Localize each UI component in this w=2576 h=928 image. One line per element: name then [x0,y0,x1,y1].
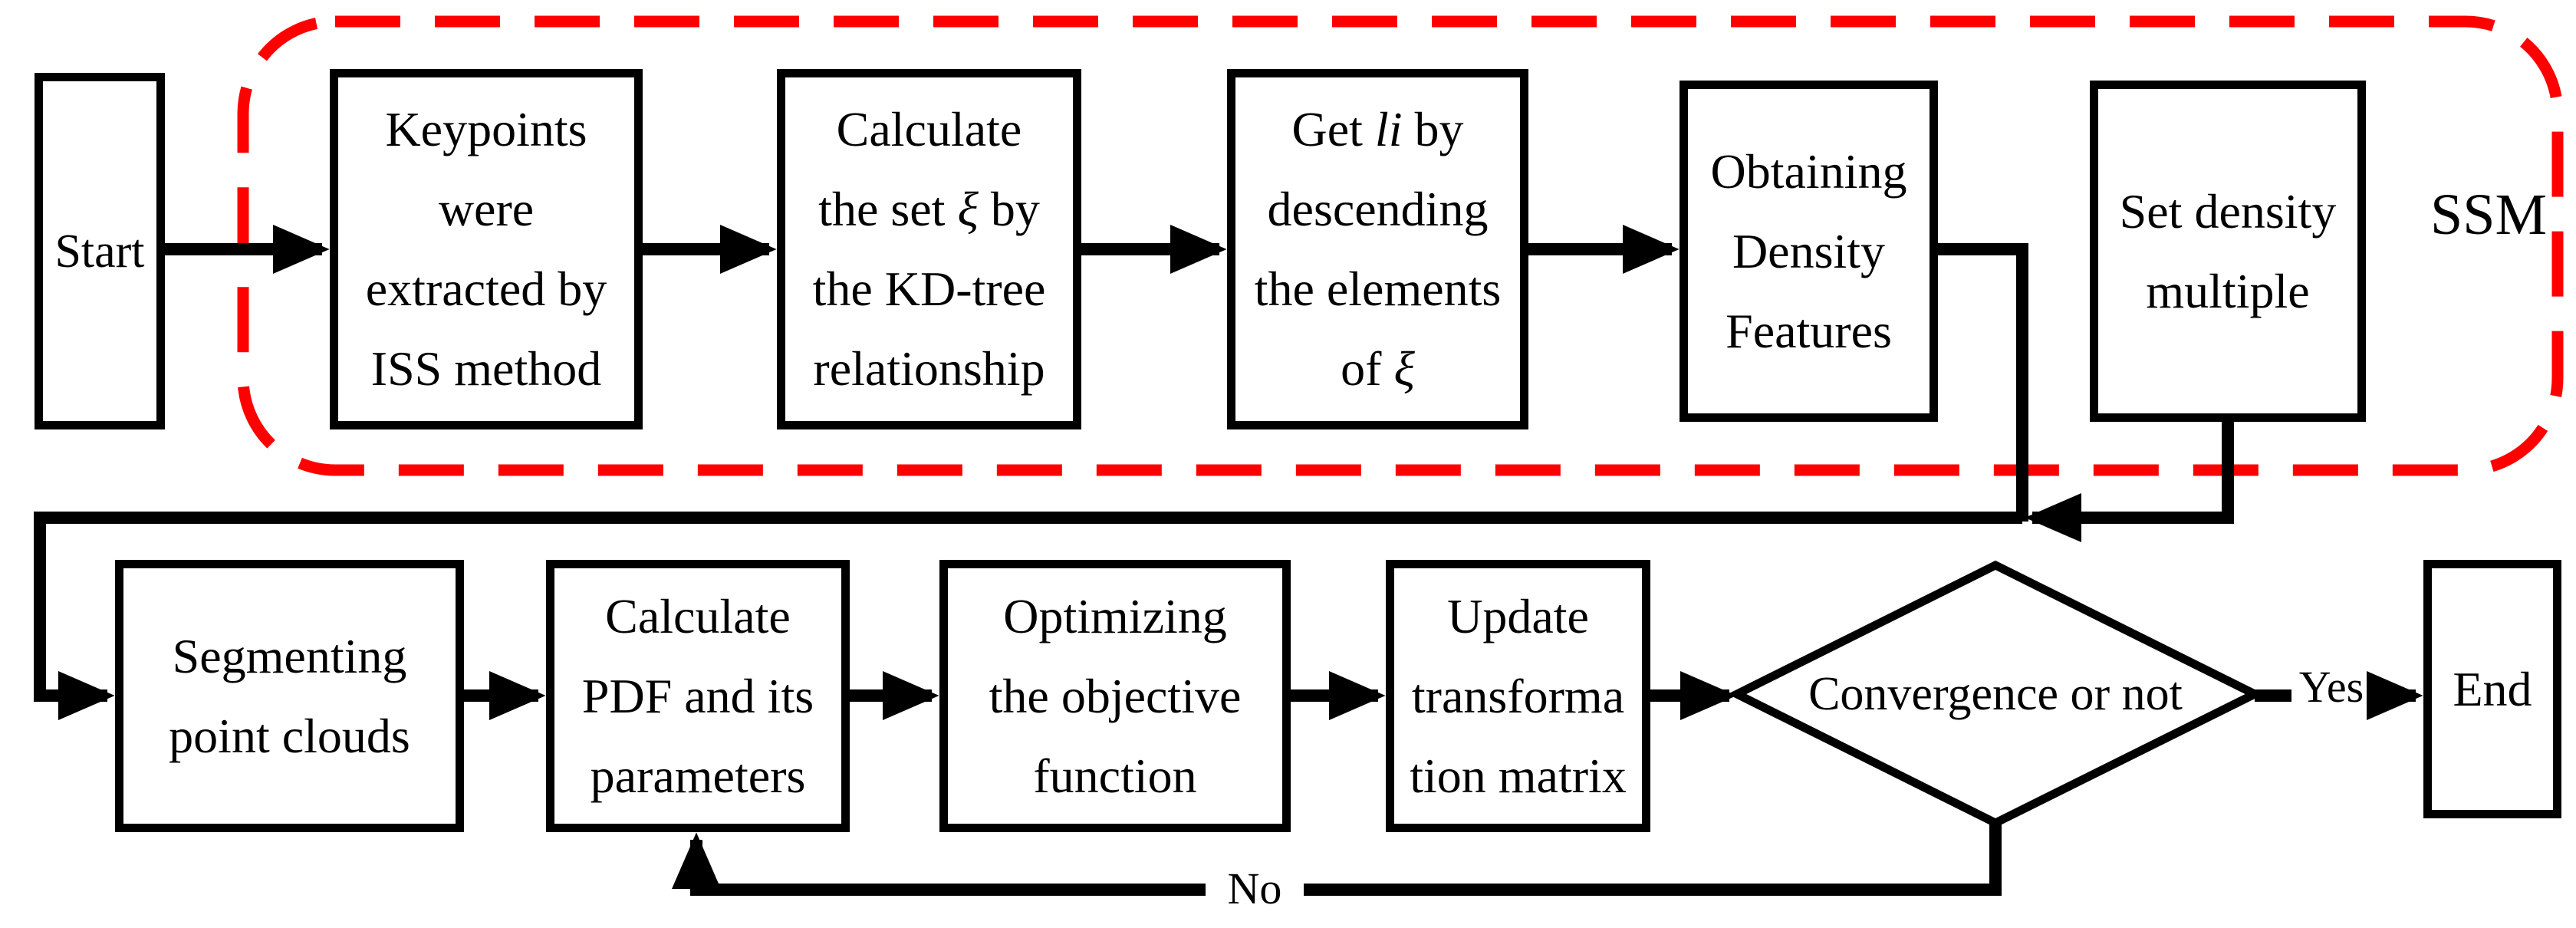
flow-box-get-li: Get li by descending the elements of ξ [1227,69,1528,429]
obtaining-line: Features [1726,303,1892,358]
calcset-line: the set ξ by [818,182,1040,236]
flow-box-start: Start [35,73,165,429]
yes-branch-label: Yes [2298,661,2364,712]
keypoints-line: Keypoints [385,102,587,156]
flow-box-segmenting: Segmenting point clouds [115,560,464,832]
flow-box-keypoints: Keypoints were extracted by ISS method [330,69,643,429]
calcset-line: the KD-tree [812,262,1046,316]
calcset-line: Calculate [836,102,1022,156]
no-loop-left-segment [672,832,1206,896]
end-label: End [2453,661,2532,716]
keypoints-line: ISS method [370,341,602,396]
segmenting-line: Segmenting [172,628,407,683]
getli-line: of ξ [1341,341,1415,396]
flow-box-update-matrix: Update transforma tion matrix [1386,560,1650,832]
no-loop-right-segment [1304,823,2002,896]
flow-box-calculate-pdf: Calculate PDF and its parameters [546,560,850,832]
obtaining-line: Density [1732,223,1886,278]
flow-box-end: End [2423,560,2561,818]
calcpdf-line: PDF and its [581,668,814,723]
flow-box-optimizing: Optimizing the objective function [939,560,1291,832]
keypoints-line: extracted by [365,262,607,316]
getli-line: the elements [1254,262,1502,316]
update-line: transforma [1411,668,1625,723]
calcset-line: relationship [813,341,1045,396]
getli-line: Get li by [1291,102,1464,156]
start-label: Start [54,225,145,278]
connector-junction-to-segmenting [34,512,2022,720]
update-line: Update [1447,588,1589,643]
convergence-label: Convergence or not [1808,667,2183,720]
optimizing-line: Optimizing [1003,588,1227,643]
flow-box-set-density: Set density multiple [2090,81,2366,422]
connector-setdensity-to-junction [2025,422,2234,542]
xi-symbol: ξ [957,182,979,236]
keypoints-line: were [438,182,535,236]
flow-box-calculate-set: Calculate the set ξ by the KD-tree relat… [777,69,1081,429]
no-branch-label: No [1227,863,1282,913]
flow-box-obtaining-density: Obtaining Density Features [1679,81,1938,422]
optimizing-line: the objective [989,668,1242,723]
getli-line: descending [1267,182,1489,236]
segmenting-line: point clouds [169,708,410,763]
optimizing-line: function [1033,748,1197,803]
setdensity-line: multiple [2146,263,2310,318]
calcpdf-line: parameters [590,748,806,803]
ssm-region-label: SSM [2430,182,2548,247]
xi-symbol: ξ [1393,341,1415,396]
setdensity-line: Set density [2119,183,2337,239]
connector-obtaining-down [1938,243,2028,522]
obtaining-line: Obtaining [1710,143,1907,199]
update-line: tion matrix [1410,748,1627,803]
li-symbol: li [1374,102,1403,156]
calcpdf-line: Calculate [605,588,791,643]
